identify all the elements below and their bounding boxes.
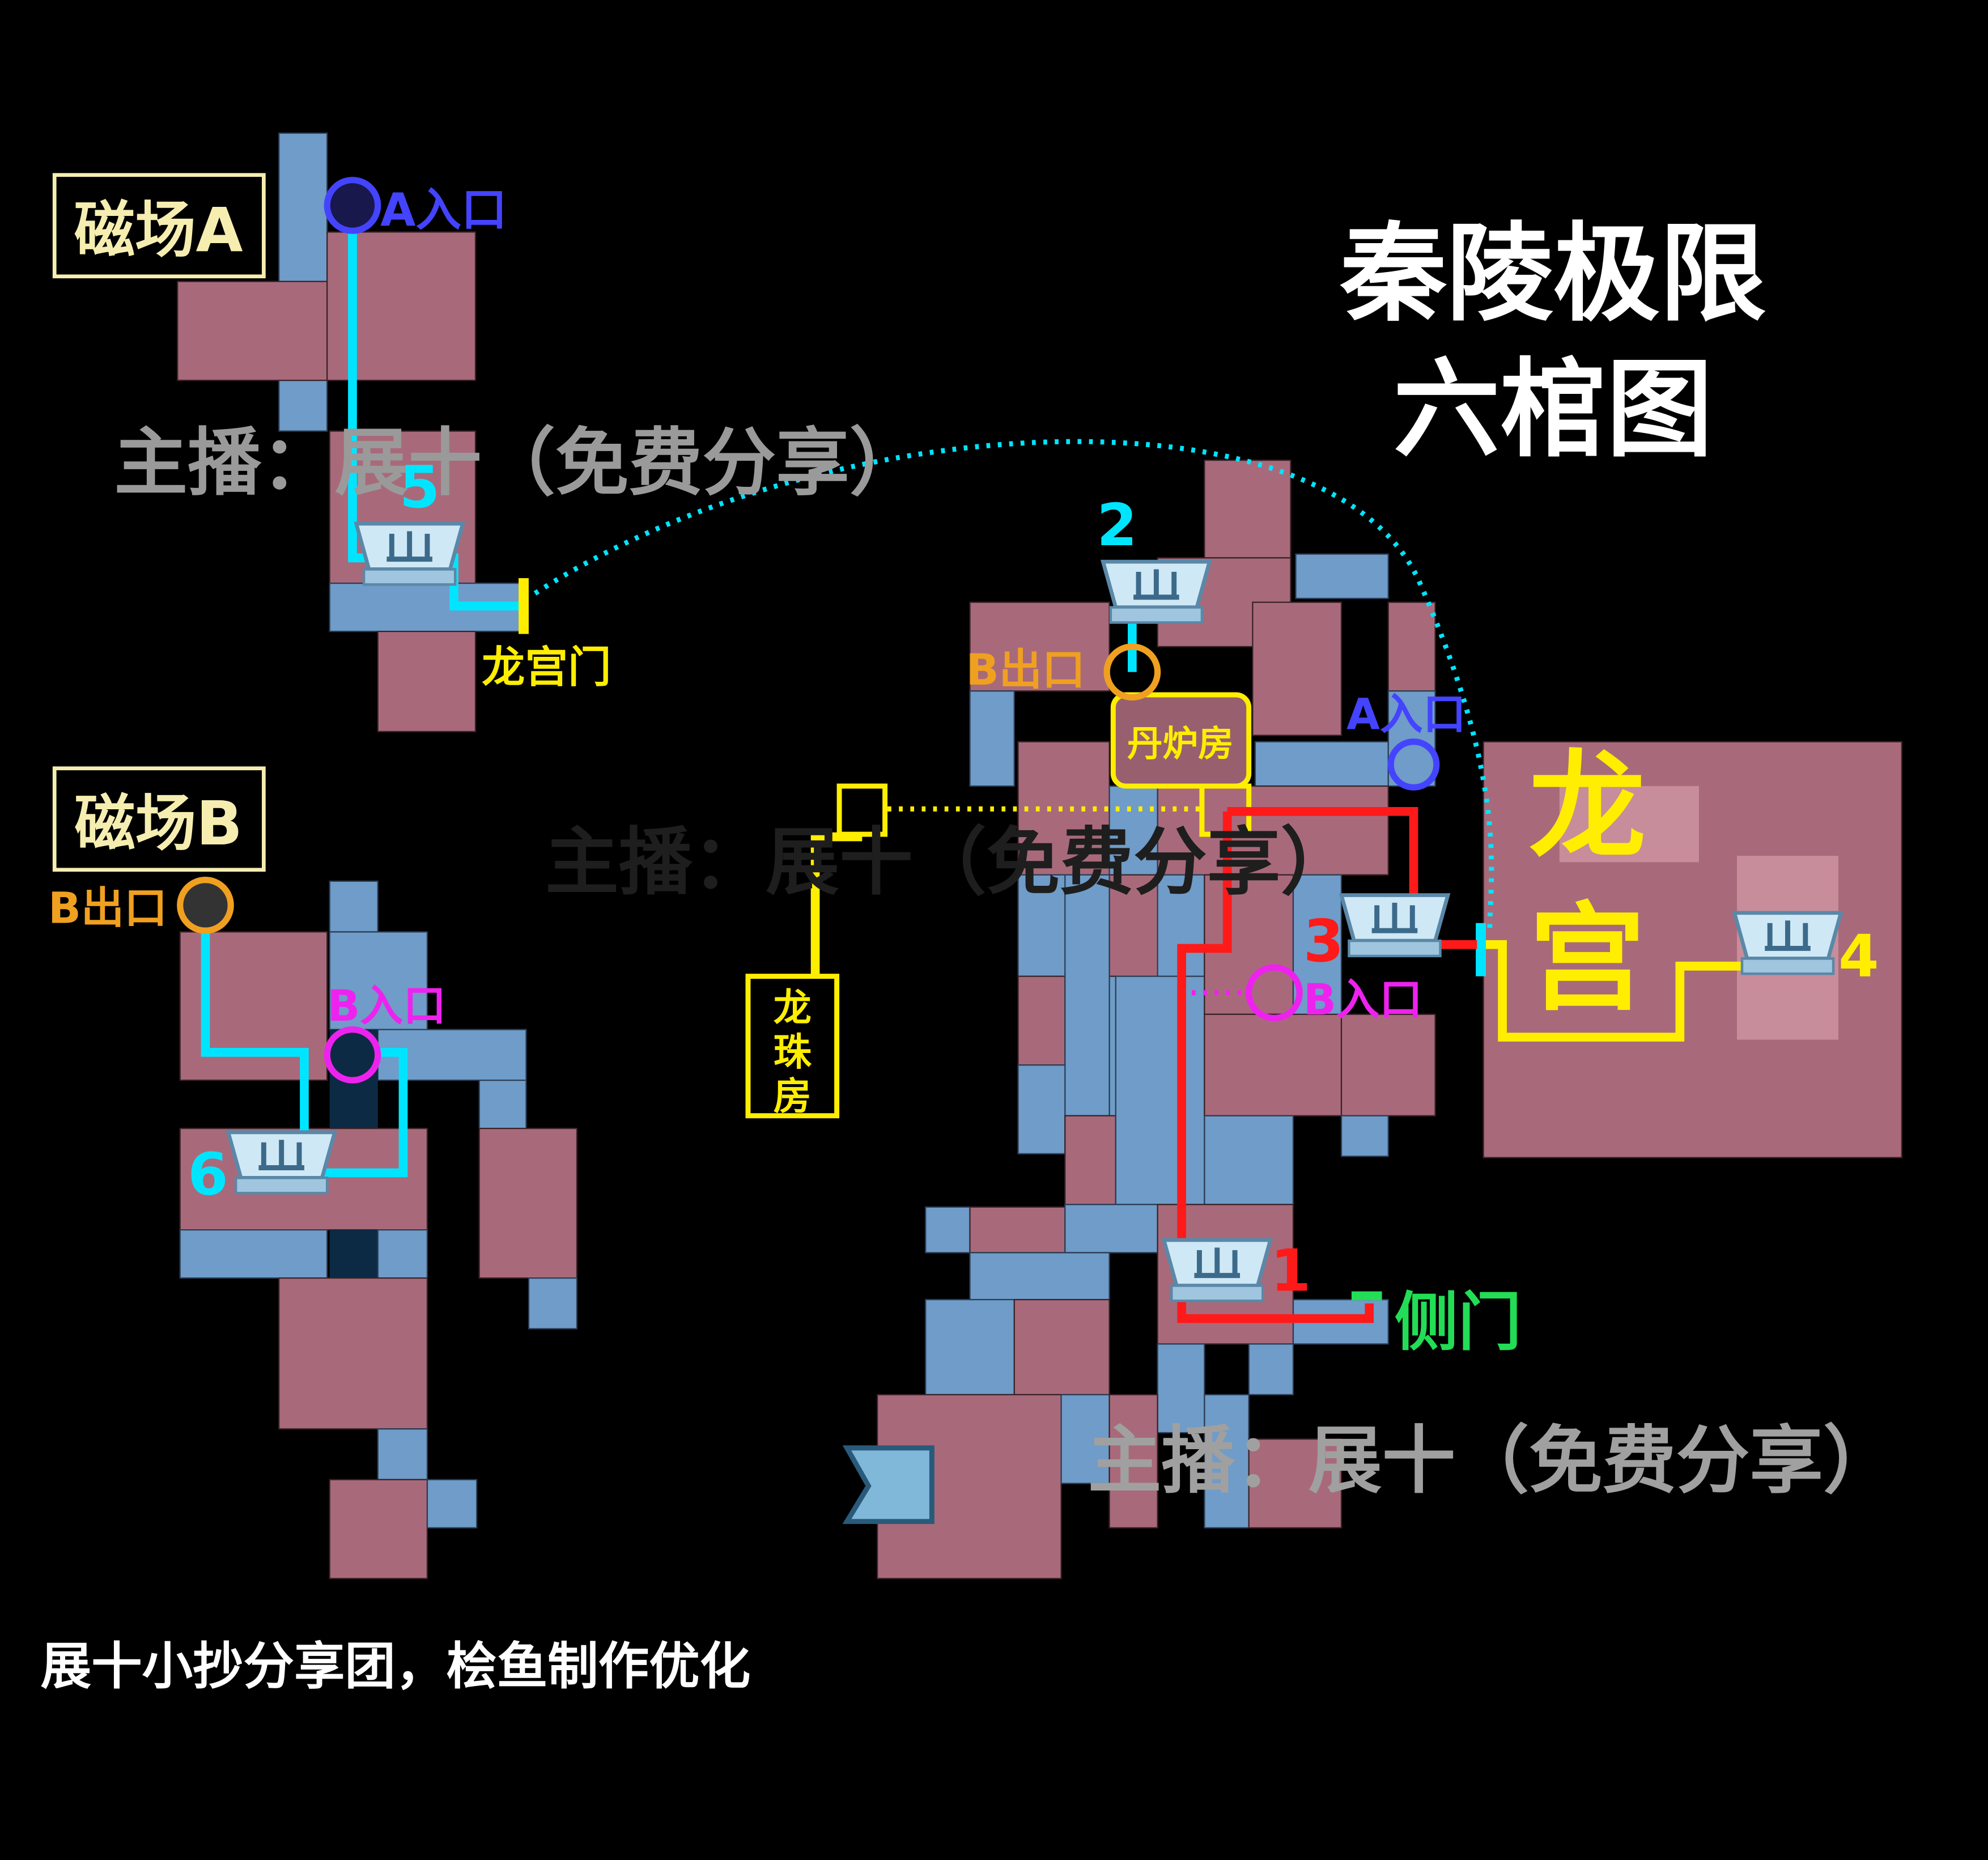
a-entrance-label: A入口 (380, 183, 507, 236)
dragon-palace-label: 宫 (1529, 891, 1646, 1027)
page-subtitle: 六棺图 (1394, 349, 1713, 472)
b-exit-label: B出口 (48, 883, 167, 933)
dragon-gate-label: 龙宫门 (482, 642, 611, 693)
b-entrance-label: B入口 (1303, 974, 1422, 1025)
coffin-number: 1 (1271, 1237, 1311, 1305)
pearl-room-label: 房 (774, 1075, 812, 1119)
dragon-palace-label: 龙 (1529, 738, 1646, 874)
field-b-label: 磁场B (74, 788, 243, 859)
field-b-box (52, 766, 266, 872)
coffin-number: 2 (1097, 491, 1137, 559)
side-door-label: 侧门 (1395, 1285, 1522, 1359)
watermark: 主播：展十（免费分享） (114, 420, 923, 506)
coffin-icon (1341, 895, 1448, 956)
coffin-number: 5 (400, 453, 440, 521)
route-yellow (745, 596, 1762, 1119)
coffin-icon (356, 524, 463, 584)
watermark: 主播：展十（免费分享） (545, 819, 1354, 905)
field-a-box (52, 173, 266, 279)
elixir-room-label: 丹炉房 (1127, 723, 1234, 764)
field-a-label: 磁场A (74, 195, 243, 266)
coffin-icon (1164, 1240, 1271, 1301)
coffin-number: 3 (1303, 907, 1344, 975)
watermark: 主播：展十（免费分享） (1088, 1418, 1897, 1504)
coffin-icon (1103, 562, 1209, 622)
pearl-room-label: 龙 (774, 986, 812, 1030)
coffin-number: 4 (1838, 923, 1879, 991)
pearl-room-label: 珠 (774, 1030, 812, 1074)
page-title: 秦陵极限 (1340, 213, 1766, 336)
coffin-icon (228, 1132, 335, 1193)
b-exit-label: B出口 (966, 644, 1085, 695)
route-red (1177, 738, 1477, 1323)
coffin-number: 6 (188, 1140, 228, 1208)
route-cyan-b (177, 877, 408, 1178)
exit-portal-icon (842, 1445, 934, 1524)
coffin-icon (1735, 913, 1841, 974)
a-entrance-label: A入口 (1346, 689, 1466, 739)
credits-footer: 展十小抄分享团，桧鱼制作优化 (41, 1637, 751, 1696)
b-entrance-label: B入口 (327, 980, 446, 1031)
